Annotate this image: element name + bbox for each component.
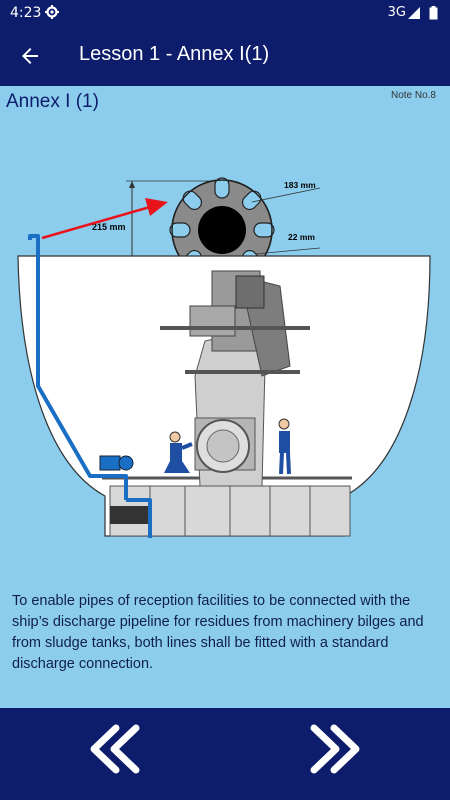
app-bar: Lesson 1 - Annex I(1) — [0, 26, 450, 86]
network-type: 3G — [387, 5, 406, 20]
bottom-navigation — [0, 708, 450, 800]
gear-icon — [45, 5, 59, 19]
signal-icon — [408, 7, 420, 19]
discharge-pipeline — [28, 234, 152, 538]
crew-figure-kneeling — [164, 431, 193, 473]
status-time: 4:23 — [10, 5, 42, 21]
pump — [99, 455, 134, 471]
lesson-content: Annex I (1) Note No.8 215 mm — [0, 86, 450, 708]
battery-icon — [429, 6, 438, 20]
arrow-back-icon[interactable] — [18, 44, 42, 68]
double-chevron-right-icon[interactable] — [300, 714, 370, 784]
dim-outer-label: 183 mm — [284, 180, 316, 190]
double-bottom — [102, 476, 352, 537]
lesson-description: To enable pipes of reception facilities … — [12, 592, 424, 672]
ship-engine-room-illustration: 215 mm 183 mm 22 mm — [17, 177, 431, 538]
page-title: Lesson 1 - Annex I(1) — [79, 43, 270, 65]
crew-figure-standing — [278, 418, 291, 475]
dim-height-label: 215 mm — [92, 222, 126, 232]
status-bar: 4:23 3G — [0, 0, 450, 26]
main-engine — [160, 270, 310, 487]
dim-slot-label: 22 mm — [288, 232, 315, 242]
note-number: Note No.8 — [390, 90, 436, 101]
double-chevron-left-icon[interactable] — [80, 714, 150, 784]
annex-heading: Annex I (1) — [6, 91, 99, 112]
pointer-arrow — [41, 198, 168, 240]
